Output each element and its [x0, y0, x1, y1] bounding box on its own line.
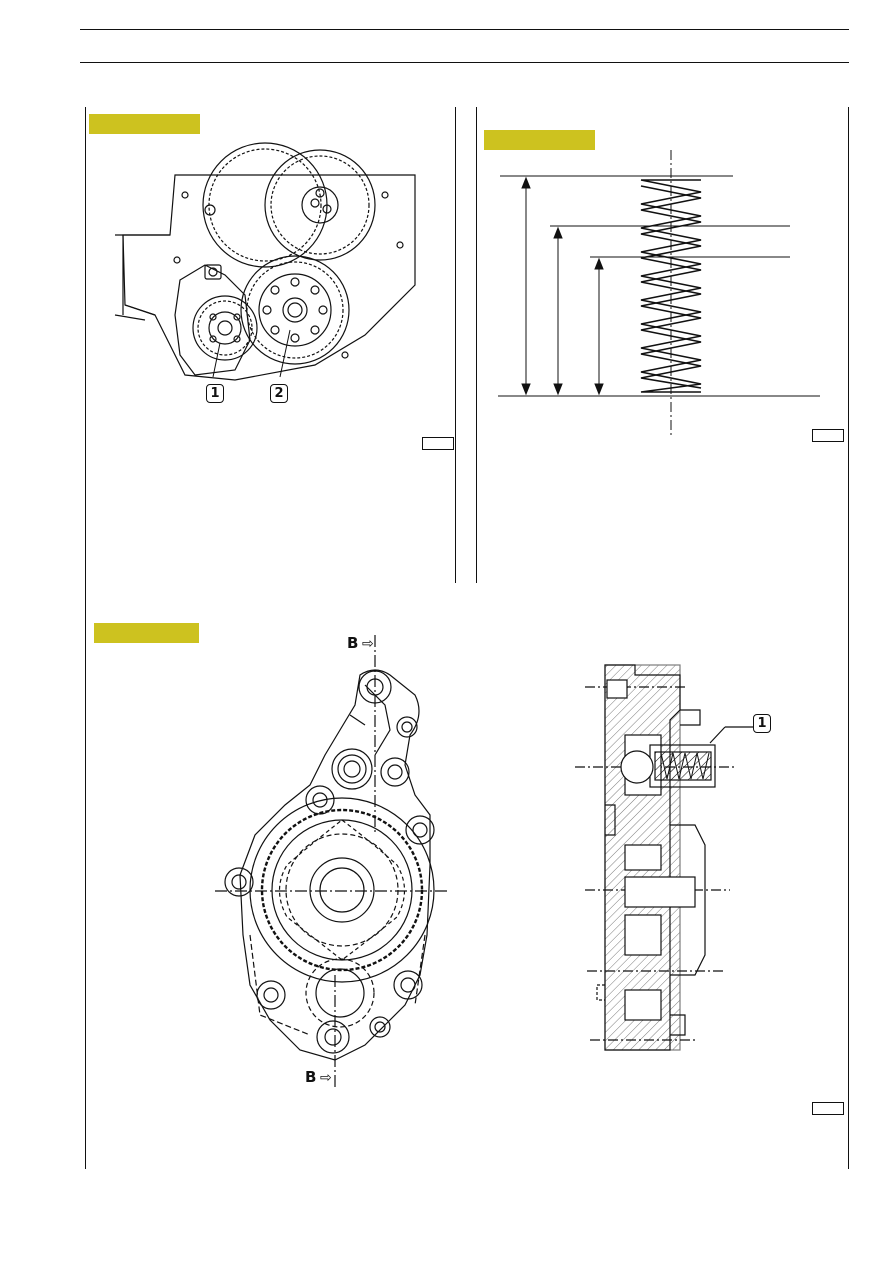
frame-right [848, 107, 849, 1169]
figure3-section-mark-bottom: B [305, 1068, 317, 1086]
figure1-tag [89, 114, 200, 134]
figure3-section-arrow-bottom-icon: ⇨ [320, 1069, 332, 1085]
figure1-callout-2: 2 [270, 384, 288, 403]
figure3-plan-view [215, 635, 450, 1090]
header-rule-top [80, 29, 849, 30]
figure3-section-mark-top: B [347, 634, 359, 652]
figure1-callout-1: 1 [206, 384, 224, 403]
figure1-drawing [114, 142, 416, 381]
column-divider-b [476, 107, 477, 583]
figure3-section-view [575, 664, 755, 1051]
frame-left [85, 107, 86, 1169]
figure2-ref-box [812, 429, 844, 442]
figure3-tag [94, 623, 199, 643]
header-rule-bottom [80, 62, 849, 63]
figure2-tag [484, 130, 595, 150]
figure3-section-arrow-top-icon: ⇨ [362, 635, 374, 651]
column-divider-a [455, 107, 456, 583]
figure3-ref-box [812, 1102, 844, 1115]
figure2-drawing [498, 150, 820, 435]
figure1-ref-box [422, 437, 454, 450]
figure3-callout-1: 1 [753, 714, 771, 733]
